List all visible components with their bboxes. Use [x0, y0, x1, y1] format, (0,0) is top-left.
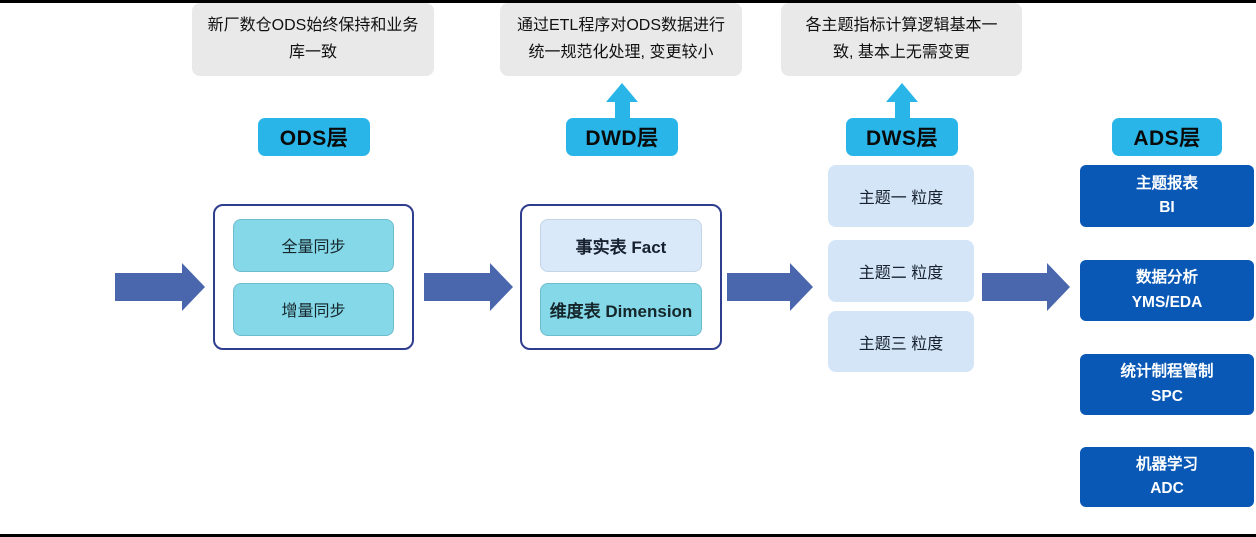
ads-spc-box: 统计制程管制 SPC: [1080, 354, 1254, 415]
ads-adc-box: 机器学习 ADC: [1080, 447, 1254, 507]
ads-yms-eda-box: 数据分析 YMS/EDA: [1080, 260, 1254, 321]
ods-container: 全量同步 增量同步: [213, 204, 414, 350]
dwd-container: 事实表 Fact 维度表 Dimension: [520, 204, 722, 350]
callout-dwd-note: 通过ETL程序对ODS数据进行 统一规范化处理, 变更较小: [500, 3, 742, 76]
dimension-table-box: 维度表 Dimension: [540, 282, 702, 336]
arrow-up-dwd-icon: [606, 83, 638, 119]
incremental-sync-box: 增量同步: [233, 282, 394, 336]
fact-table-box: 事实表 Fact: [540, 218, 702, 272]
layer-label-dws: DWS层: [846, 118, 958, 156]
ads-bi-box: 主题报表 BI: [1080, 165, 1254, 227]
flow-arrow-source-to-ods-icon: [115, 263, 205, 311]
arrow-up-dws-icon: [886, 83, 918, 119]
flow-arrow-dws-to-ads-icon: [982, 263, 1070, 311]
dws-topic3-box: 主题三 粒度: [828, 311, 974, 372]
flow-arrow-ods-to-dwd-icon: [424, 263, 513, 311]
dws-topic2-box: 主题二 粒度: [828, 240, 974, 302]
callout-dws-note: 各主题指标计算逻辑基本一 致, 基本上无需变更: [781, 3, 1022, 76]
top-border-line: [0, 0, 1256, 3]
callout-ods-note: 新厂数仓ODS始终保持和业务 库一致: [192, 3, 434, 76]
layer-label-ads: ADS层: [1112, 118, 1222, 156]
layer-label-dwd: DWD层: [566, 118, 678, 156]
full-sync-box: 全量同步: [233, 218, 394, 272]
dws-topic1-box: 主题一 粒度: [828, 165, 974, 227]
bottom-border-line: [0, 534, 1256, 537]
flow-arrow-dwd-to-dws-icon: [727, 263, 813, 311]
layer-label-ods: ODS层: [258, 118, 370, 156]
